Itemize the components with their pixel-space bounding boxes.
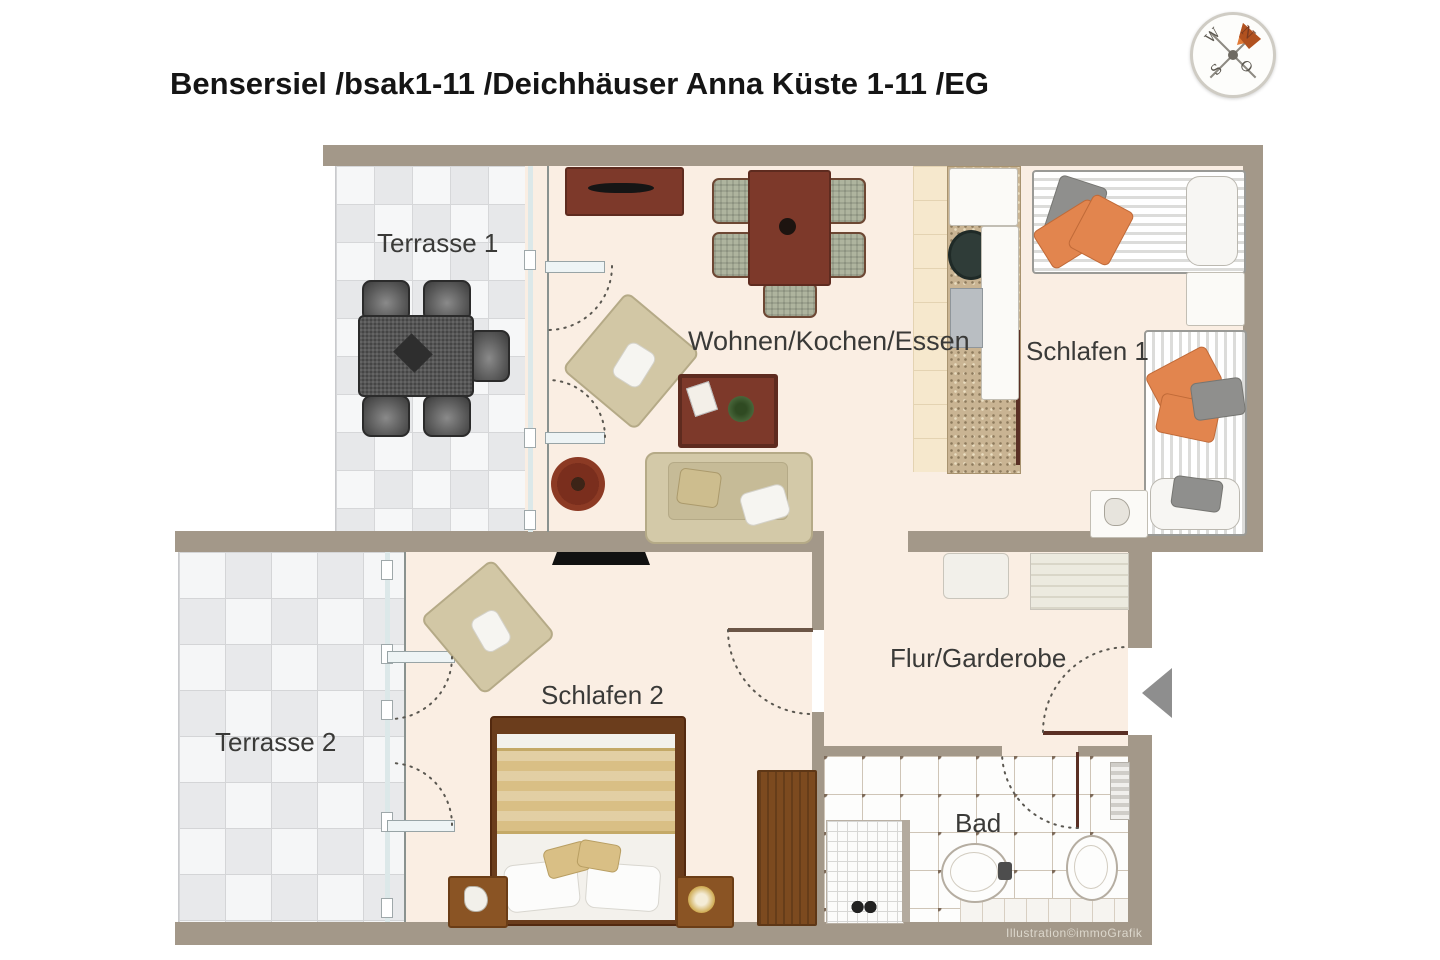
dining-table xyxy=(748,170,831,286)
wall-mid-right xyxy=(908,531,1263,552)
facade-t1-mullion-1 xyxy=(524,250,536,270)
kitchen-fridge xyxy=(949,168,1018,226)
compass-needle-icon xyxy=(1237,23,1261,49)
room-label-schlafen1: Schlafen 1 xyxy=(1026,336,1149,366)
bed1b-pillow-grey-2 xyxy=(1170,474,1224,514)
compass-hub xyxy=(1228,50,1238,60)
facade-t2-mullion-3 xyxy=(381,700,393,720)
wall-top xyxy=(323,145,1263,166)
page-title: Bensersiel /bsak1-11 /Deichhäuser Anna K… xyxy=(170,66,990,101)
facade-terrasse1-line xyxy=(547,166,549,532)
bed2-blanket xyxy=(497,748,675,834)
wall-right-upper xyxy=(1243,145,1263,552)
floor-passage-living-flur xyxy=(824,531,908,552)
nightstand-right-lamp-icon xyxy=(688,886,715,913)
dining-chair-3 xyxy=(824,178,866,224)
shower-glass xyxy=(902,820,910,922)
attribution-text: Illustration©immoGrafik xyxy=(1006,926,1143,940)
terrasse2-door-leaf-b xyxy=(387,820,455,832)
terrace1-chair-5 xyxy=(468,330,510,382)
terrasse2-door-leaf-a xyxy=(387,651,455,663)
terrasse1-door-leaf-a xyxy=(545,261,605,273)
wall-right-lower-upper xyxy=(1128,552,1152,648)
floor-kitchen-tiles xyxy=(913,166,947,472)
flur-sideboard xyxy=(943,553,1009,599)
bathtub-strip xyxy=(960,898,1128,923)
flur-wardrobe xyxy=(1030,553,1129,610)
wall-bad-top-left xyxy=(824,746,1002,756)
schlafen2-tv-icon xyxy=(552,552,650,565)
facade-t1-mullion-3 xyxy=(524,510,536,530)
entrance-door-leaf xyxy=(1043,731,1128,735)
terrace1-chair-4 xyxy=(423,395,471,437)
room-label-wohnen: Wohnen/Kochen/Essen xyxy=(688,326,970,356)
bed1b-pillow-grey xyxy=(1189,376,1247,422)
schlafen2-wardrobe xyxy=(757,770,817,926)
wall-right-lower-lower xyxy=(1128,735,1152,945)
facade-t2-mullion-5 xyxy=(381,898,393,918)
shower-fittings-icon xyxy=(848,898,880,916)
kitchen-cabinet-column xyxy=(981,226,1019,400)
bed1a-duvet-roll xyxy=(1186,176,1238,266)
coffee-table-plant xyxy=(728,396,754,422)
facade-terrasse2-line xyxy=(404,552,406,922)
wall-bottom xyxy=(175,922,1152,945)
wall-schlafen2-flur-upper xyxy=(812,531,824,630)
compass-icon: W N S O xyxy=(1190,12,1276,98)
facade-t1-mullion-2 xyxy=(524,428,536,448)
toilet-seat-inner xyxy=(1074,845,1108,889)
schlafen2-nightstand-left xyxy=(448,876,508,928)
schlafen1-nightstand xyxy=(1186,272,1245,326)
room-label-bad: Bad xyxy=(955,808,1002,838)
bad-door-leaf xyxy=(1076,752,1079,828)
room-label-schlafen2: Schlafen 2 xyxy=(541,680,664,710)
floor-terrasse2 xyxy=(178,552,406,922)
room-label-flur: Flur/Garderobe xyxy=(890,643,1067,673)
terrasse1-door-leaf-b xyxy=(545,432,605,444)
kitchen-cooktop xyxy=(950,288,983,348)
facade-t2-mullion-1 xyxy=(381,560,393,580)
wall-bad-top-right xyxy=(1078,746,1128,756)
sofa-pillow-tan xyxy=(675,467,723,509)
facade-terrasse1-glass xyxy=(528,166,533,532)
nightstand-left-lamp-icon xyxy=(464,886,488,912)
schlafen1-lamp-icon xyxy=(1104,498,1130,526)
washbasin-faucet-icon xyxy=(998,862,1012,880)
dining-chair-2 xyxy=(712,232,754,278)
dining-table-knob xyxy=(779,218,796,235)
dining-chair-1 xyxy=(712,178,754,224)
room-label-terrasse2: Terrasse 2 xyxy=(215,727,337,757)
bad-radiator xyxy=(1110,762,1130,820)
schlafen2-door-leaf xyxy=(728,628,813,632)
dining-chair-5 xyxy=(763,282,817,318)
floor-passage-bad-door xyxy=(1002,746,1078,756)
entrance-arrow-icon xyxy=(1142,668,1172,718)
tv-icon xyxy=(588,183,654,193)
facade-terrasse2-glass xyxy=(385,552,390,922)
round-rug xyxy=(551,457,605,511)
room-label-terrasse1: Terrasse 1 xyxy=(377,228,499,258)
washbasin-inner xyxy=(950,852,998,892)
terrace1-chair-3 xyxy=(362,395,410,437)
